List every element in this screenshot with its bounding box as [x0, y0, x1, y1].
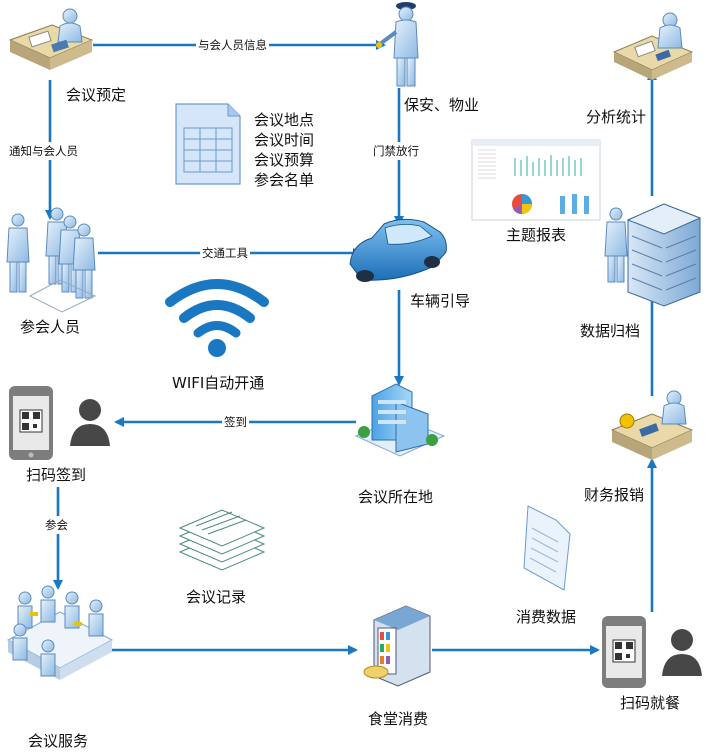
label-theme-report: 主题报表: [506, 226, 567, 244]
scan-meal-phone-icon: [602, 616, 646, 688]
edge-label-participants-to-vehicle: 交通工具: [200, 245, 250, 261]
meeting-info-item: 会议时间: [254, 131, 315, 149]
participants-group-icon: [6, 207, 97, 313]
label-scan-checkin: 扫码签到: [26, 466, 87, 484]
label-wifi: WIFI自动开通: [172, 374, 265, 392]
canteen-vending-icon: [363, 605, 431, 687]
venue-building-icon: [354, 383, 446, 457]
label-meeting-service: 会议服务: [28, 732, 89, 750]
edge-label-checkin-to-service: 参会: [44, 516, 69, 534]
consumption-data-document-icon: [523, 505, 571, 591]
label-meeting-record: 会议记录: [186, 588, 247, 606]
document-table-icon: [175, 103, 241, 185]
edge-label-venue-to-checkin: 签到: [222, 414, 249, 430]
wifi-icon: [165, 279, 269, 357]
label-finance: 财务报销: [584, 486, 645, 504]
meeting-info-list: 会议地点 会议时间 会议预算 参会名单: [254, 110, 314, 190]
edge-label-booking-to-security: 与会人员信息: [196, 37, 269, 53]
label-meeting-booking: 会议预定: [66, 86, 127, 104]
label-data-archive: 数据归档: [580, 322, 641, 340]
meeting-info-item: 会议预算: [254, 151, 315, 169]
label-security: 保安、物业: [404, 96, 480, 114]
meal-user-icon: [662, 629, 702, 676]
meeting-booking-icon: [8, 8, 94, 70]
meeting-info-item: 会议地点: [254, 111, 315, 129]
edge-label-booking-to-participants: 通知与会人员: [8, 142, 79, 160]
checkin-user-icon: [70, 399, 110, 446]
label-analysis: 分析统计: [586, 108, 647, 126]
label-consumption-data: 消费数据: [516, 608, 577, 626]
label-participants: 参会人员: [20, 318, 81, 336]
label-canteen: 食堂消费: [368, 710, 429, 728]
analysis-desk-icon: [612, 12, 694, 80]
meeting-info-item: 参会名单: [254, 171, 315, 189]
label-scan-meal: 扫码就餐: [620, 694, 681, 712]
meeting-service-icon: [6, 585, 114, 680]
data-archive-server-icon: [604, 203, 702, 307]
car-icon: [349, 218, 447, 282]
scan-checkin-phone-icon: [9, 386, 53, 460]
label-venue: 会议所在地: [358, 488, 434, 506]
finance-reimburse-icon: [610, 390, 694, 460]
meeting-record-papers-icon: [178, 509, 266, 571]
theme-report-dashboard-icon: [471, 139, 601, 221]
security-guard-icon: [376, 2, 419, 87]
label-vehicle-guide: 车辆引导: [410, 292, 471, 310]
edge-label-security-to-vehicle: 门禁放行: [372, 142, 420, 160]
